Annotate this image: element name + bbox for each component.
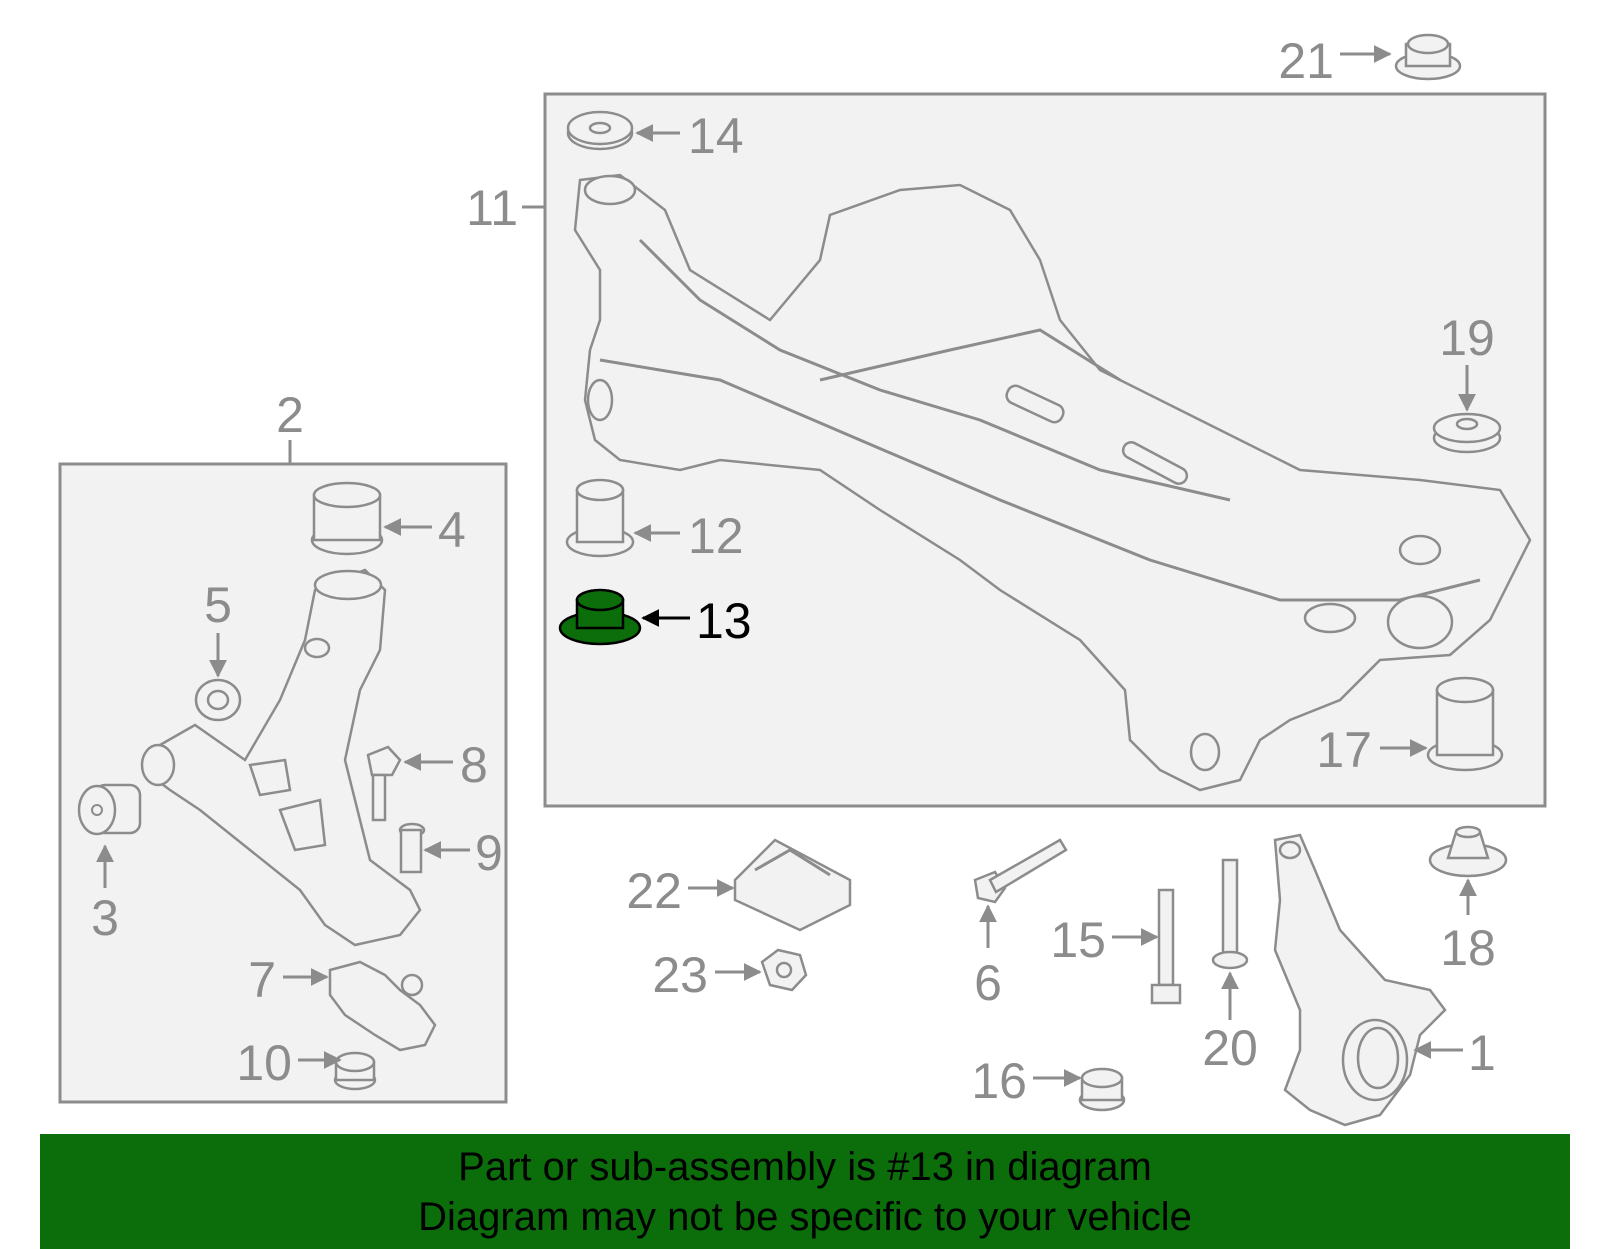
callout-14: 14: [688, 108, 744, 164]
callout-10: 10: [236, 1035, 292, 1091]
part-19-washer[interactable]: [1432, 412, 1502, 454]
info-banner: Part or sub-assembly is #13 in diagram D…: [40, 1134, 1570, 1249]
subframe-crossmember[interactable]: [573, 173, 1532, 792]
part-7-ball-joint[interactable]: [328, 960, 437, 1052]
part-21-nut[interactable]: [1394, 33, 1462, 81]
part-6-bolt[interactable]: [973, 838, 1068, 904]
part-3-bushing[interactable]: [77, 783, 142, 836]
callout-22: 22: [626, 863, 682, 919]
banner-line-1: Part or sub-assembly is #13 in diagram: [458, 1145, 1152, 1189]
part-18-washer[interactable]: [1428, 825, 1508, 878]
part-10-nut[interactable]: [333, 1051, 377, 1091]
callout-6: 6: [974, 955, 1002, 1011]
part-13-highlighted[interactable]: [558, 588, 642, 646]
part-16-nut[interactable]: [1078, 1067, 1126, 1112]
callout-5: 5: [204, 577, 232, 633]
callout-18: 18: [1440, 920, 1496, 976]
callout-11: 11: [466, 180, 518, 236]
callout-13: 13: [696, 593, 752, 649]
part-22-bracket[interactable]: [733, 838, 852, 932]
callout-20: 20: [1202, 1020, 1258, 1076]
callout-7: 7: [248, 952, 276, 1008]
callout-4: 4: [438, 502, 466, 558]
callout-12: 12: [688, 508, 744, 564]
callout-23: 23: [652, 947, 708, 1003]
leader-lines: [96, 45, 1477, 1087]
callout-17: 17: [1316, 722, 1372, 778]
part-17-bushing[interactable]: [1426, 676, 1504, 772]
callout-8: 8: [460, 737, 488, 793]
callout-19: 19: [1439, 310, 1495, 366]
part-4-bushing[interactable]: [310, 481, 384, 556]
part-14-washer[interactable]: [566, 110, 634, 151]
part-5-bushing-ring[interactable]: [194, 678, 242, 722]
callout-16: 16: [971, 1053, 1027, 1109]
banner-line-2: Diagram may not be specific to your vehi…: [418, 1195, 1192, 1239]
callout-15: 15: [1050, 912, 1106, 968]
part-2-lower-control-arm[interactable]: [140, 568, 422, 947]
part-1-knuckle[interactable]: [1273, 833, 1447, 1127]
part-9-pin[interactable]: [398, 822, 426, 874]
part-20-bolt[interactable]: [1211, 858, 1249, 970]
part-23-nut[interactable]: [760, 948, 808, 992]
callout-3: 3: [91, 890, 119, 946]
callout-1: 1: [1468, 1025, 1496, 1081]
part-12-bushing[interactable]: [565, 478, 635, 558]
part-8-bolt[interactable]: [366, 745, 402, 822]
callout-9: 9: [475, 825, 503, 881]
callout-21: 21: [1278, 33, 1334, 89]
callout-2: 2: [276, 387, 304, 443]
part-15-bolt[interactable]: [1150, 888, 1182, 1005]
